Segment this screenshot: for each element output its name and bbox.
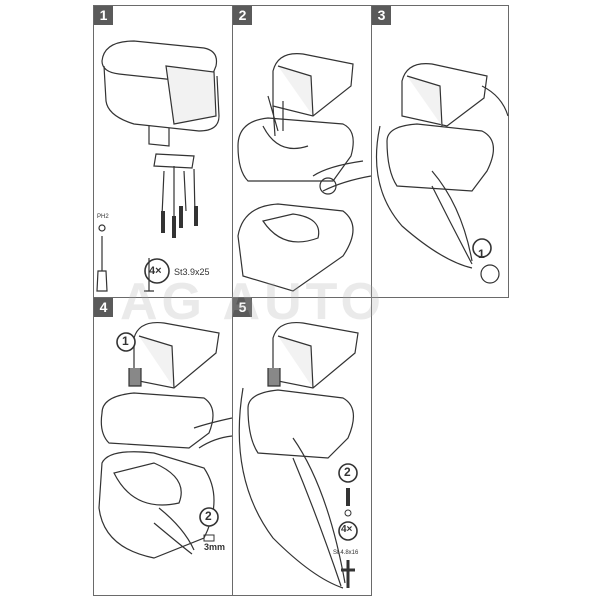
screw-spec: St3.9x25: [174, 267, 210, 277]
armrest-final-fixing-illustration: [238, 321, 359, 589]
clip-detail-icon: [480, 264, 500, 284]
step-4-panel: 4 1 2 3mm: [93, 297, 233, 596]
armrest-fitting-illustration: [237, 53, 372, 292]
screwdriver-label: PH2: [97, 214, 109, 220]
callout-number-1: 1: [122, 334, 129, 348]
step-5-panel: 5 2 4× St 4.8x16: [232, 297, 372, 596]
step-number-badge: 3: [372, 6, 391, 25]
step-1-panel: 1 PH2 4× St3.9x25: [93, 5, 233, 298]
gap-measurement: 3mm: [204, 542, 226, 552]
armrest-removal-illustration: [98, 321, 233, 559]
callout-number-2: 2: [205, 509, 212, 523]
screw-count: 4×: [341, 524, 353, 535]
screw-spec: St 4.8x16: [333, 550, 359, 556]
step-number-badge: 2: [233, 6, 252, 25]
callout-number: 2: [344, 465, 351, 479]
callout-number: 1: [478, 247, 485, 261]
step-number-badge: 5: [233, 298, 252, 317]
step-2-panel: 2: [232, 5, 372, 298]
step-number-badge: 1: [94, 6, 113, 25]
armrest-installed-illustration: [375, 63, 509, 284]
step-number-badge: 4: [94, 298, 113, 317]
step-3-panel: 3 1: [371, 5, 509, 298]
screw-count: 4×: [149, 265, 162, 277]
armrest-assembly-illustration: [96, 40, 220, 292]
